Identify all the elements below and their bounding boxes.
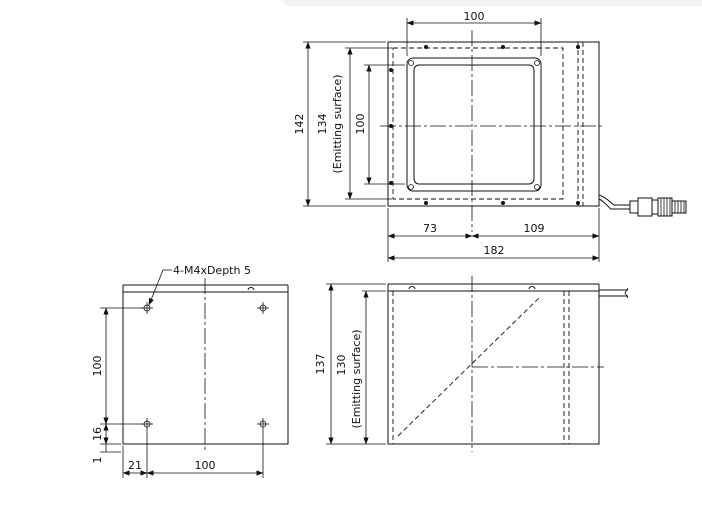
dim-window-width-label: 100 [464,10,485,23]
window-screw-holes [408,60,540,190]
dim-top-height-total-label: 142 [293,114,306,135]
dim-bottom-vertical: 100 16 1 [91,307,144,464]
window-frame-outer [406,57,542,192]
dim-window-height: 100 [354,64,405,185]
dim-side-height-total: 137 [314,283,386,445]
top-view: 100 142 134 (Emitting surface) 100 [293,10,687,262]
thread-callout: 4-M4xDepth 5 [148,264,251,306]
side-screw [408,286,416,290]
top-view-hidden-body [392,47,564,200]
side-cable [599,287,629,299]
dim-top-bottom-offsets: 73 109 182 [387,208,600,262]
dim-side-emitting-height: 130 (Emitting surface) [335,290,386,445]
tapped-hole [257,418,269,430]
dim-bottom-horizontal: 21 100 [122,430,264,478]
window-top-bar [283,0,702,6]
tapped-hole [257,302,269,314]
dim-side-emitting-height-label: 130 [335,355,348,376]
bottom-screw [247,287,255,291]
thread-note-label: 4-M4xDepth 5 [173,264,251,277]
dim-top-emitting-height-label: 134 [316,114,329,135]
dim-horizontal-pitch-label: 100 [195,459,216,472]
dim-base-offset-label: 1 [91,457,104,464]
dim-window-width: 100 [406,10,542,56]
dim-top-emitting-height: 134 (Emitting surface) [316,47,392,200]
dim-bottom-offset-label: 16 [91,427,104,441]
dim-side-height-total-label: 137 [314,354,327,375]
dim-left-offset-label: 73 [423,222,437,235]
side-view: 137 130 (Emitting surface) [314,276,629,452]
dim-total-width-label: 182 [484,244,505,257]
mounting-dots [389,45,580,205]
side-view-outline [387,290,600,445]
dim-window-height-label: 100 [354,114,367,135]
bottom-view: 4-M4xDepth 5 100 16 1 21 100 [91,264,289,478]
dim-vertical-pitch-label: 100 [91,356,104,377]
dim-right-offset-label: 109 [524,222,545,235]
dim-left-offset-label: 21 [128,459,142,472]
side-emitting-surface-label: (Emitting surface) [350,329,363,428]
top-emitting-surface-label: (Emitting surface) [331,74,344,173]
cable-connector [598,194,687,217]
side-screw [528,286,536,290]
window-frame-inner [413,64,535,185]
diagonal-diffuser-hidden [397,296,541,437]
dim-top-height-total: 142 [293,41,386,207]
top-view-outline [387,41,600,207]
bottom-view-outline [122,291,289,445]
